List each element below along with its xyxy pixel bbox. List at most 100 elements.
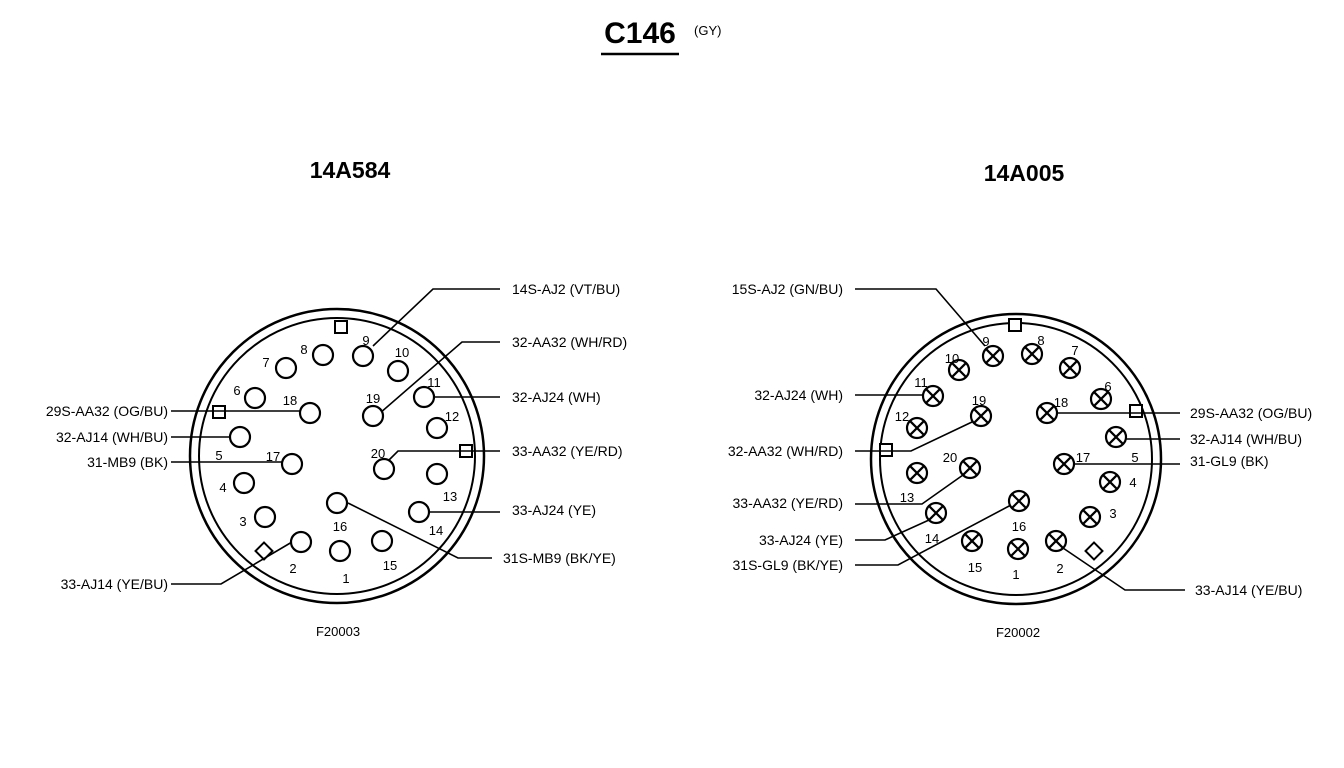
wire-leader-pin-19 <box>855 421 973 452</box>
pin-cavity <box>253 505 277 529</box>
pin-cross-mark <box>985 348 1001 364</box>
pin-number: 1 <box>1012 567 1019 582</box>
pin-cross-mark <box>909 465 925 481</box>
pin-4 <box>1098 470 1122 494</box>
wire-label-pin-17: 31-MB9 (BK) <box>87 454 168 470</box>
pin-number: 3 <box>239 514 246 529</box>
connector-outer-shell <box>188 307 486 605</box>
pin-cross-mark <box>1011 493 1027 509</box>
pin-number: 1 <box>342 571 349 586</box>
pin-17 <box>280 452 304 476</box>
pin-number: 2 <box>289 561 296 576</box>
wire-label-pin-11: 32-AJ24 (WH) <box>512 389 601 405</box>
connector-14a005: 14A005 F20002 15S-AJ2 (GN/BU)32-AJ24 (WH… <box>728 160 1312 640</box>
pin-8 <box>1020 342 1044 366</box>
pin-20 <box>958 456 982 480</box>
wire-leader-pin-16 <box>855 504 1012 566</box>
connector-14a584: 14A584 F20003 14S-AJ2 (VT/BU)32-AA32 (WH… <box>46 157 627 639</box>
wire-label-pin-16: 31S-MB9 (BK/YE) <box>503 550 616 566</box>
pin-cavity <box>289 530 313 554</box>
connector-part-number: 14A584 <box>310 157 391 183</box>
pin-number: 3 <box>1109 506 1116 521</box>
pin-cavity <box>425 416 449 440</box>
pin-11 <box>921 384 945 408</box>
pin-cross-mark <box>1039 405 1055 421</box>
pin-number: 8 <box>1037 333 1044 348</box>
pin-cavity <box>425 462 449 486</box>
pin-number: 15 <box>968 560 982 575</box>
wire-leader-pin-19 <box>379 341 500 414</box>
pin-number: 4 <box>1129 475 1136 490</box>
wire-label-pin-16: 31S-GL9 (BK/YE) <box>733 557 844 573</box>
connector-outer-shell <box>869 312 1163 606</box>
pin-number: 6 <box>1104 379 1111 394</box>
pin-number: 8 <box>300 342 307 357</box>
connector-inner-shell <box>198 317 476 595</box>
figure-id: F20003 <box>316 624 360 639</box>
pin-4 <box>232 471 256 495</box>
pin-14 <box>924 501 948 525</box>
pin-cross-mark <box>928 505 944 521</box>
pin-cavity <box>280 452 304 476</box>
pin-cross-mark <box>925 388 941 404</box>
pin-16 <box>325 491 349 515</box>
pin-cavity <box>351 344 375 368</box>
pin-cross-mark <box>1056 456 1072 472</box>
pin-number: 11 <box>427 375 441 390</box>
keyway-tab <box>212 405 226 419</box>
pin-14 <box>407 500 431 524</box>
diagram-title: C146 <box>604 17 676 50</box>
pin-cavity <box>328 539 352 563</box>
pin-13 <box>425 462 449 486</box>
pin-number: 6 <box>233 383 240 398</box>
pin-number: 13 <box>443 489 457 504</box>
pin-number: 5 <box>215 448 222 463</box>
pin-number: 2 <box>1056 561 1063 576</box>
wire-leader-pin-20 <box>855 474 964 505</box>
wire-leader-pin-9 <box>855 288 986 347</box>
pin-9 <box>981 344 1005 368</box>
pin-2 <box>289 530 313 554</box>
pin-cross-mark <box>964 533 980 549</box>
keyway-tab <box>1084 541 1104 561</box>
wire-label-pin-18: 29S-AA32 (OG/BU) <box>46 403 168 419</box>
pin-number: 17 <box>266 449 280 464</box>
pin-number: 19 <box>366 391 380 406</box>
pin-6 <box>243 386 267 410</box>
pin-17 <box>1052 452 1076 476</box>
pin-number: 12 <box>445 409 459 424</box>
wire-label-pin-14: 33-AJ24 (YE) <box>759 532 843 548</box>
pin-11 <box>412 385 436 409</box>
pin-6 <box>1089 387 1113 411</box>
keyway-tab <box>1008 318 1022 332</box>
pin-cross-mark <box>1048 533 1064 549</box>
pin-number: 18 <box>283 393 297 408</box>
pin-number: 10 <box>945 351 959 366</box>
pin-cavity <box>228 425 252 449</box>
keyway-tab <box>334 320 348 334</box>
pin-number: 19 <box>972 393 986 408</box>
pin-number: 14 <box>925 531 939 546</box>
connector-part-number: 14A005 <box>984 160 1065 186</box>
pin-cross-mark <box>1108 429 1124 445</box>
pin-15 <box>370 529 394 553</box>
pin-number: 16 <box>1012 519 1026 534</box>
pin-16 <box>1007 489 1031 513</box>
pin-number: 12 <box>895 409 909 424</box>
wire-leader-pin-14 <box>855 519 930 541</box>
wire-label-pin-5: 32-AJ14 (WH/BU) <box>1190 431 1302 447</box>
pin-number: 5 <box>1131 450 1138 465</box>
pin-2 <box>1044 529 1068 553</box>
pin-number: 18 <box>1054 395 1068 410</box>
pin-number: 7 <box>1071 343 1078 358</box>
wire-label-pin-5: 32-AJ14 (WH/BU) <box>56 429 168 445</box>
wire-label-pin-19: 32-AA32 (WH/RD) <box>728 443 843 459</box>
pin-10 <box>947 358 971 382</box>
pin-number: 11 <box>914 375 928 390</box>
pin-number: 9 <box>982 334 989 349</box>
pin-15 <box>960 529 984 553</box>
pin-10 <box>386 359 410 383</box>
pin-cross-mark <box>1024 346 1040 362</box>
pin-number: 13 <box>900 490 914 505</box>
pin-number: 14 <box>429 523 443 538</box>
